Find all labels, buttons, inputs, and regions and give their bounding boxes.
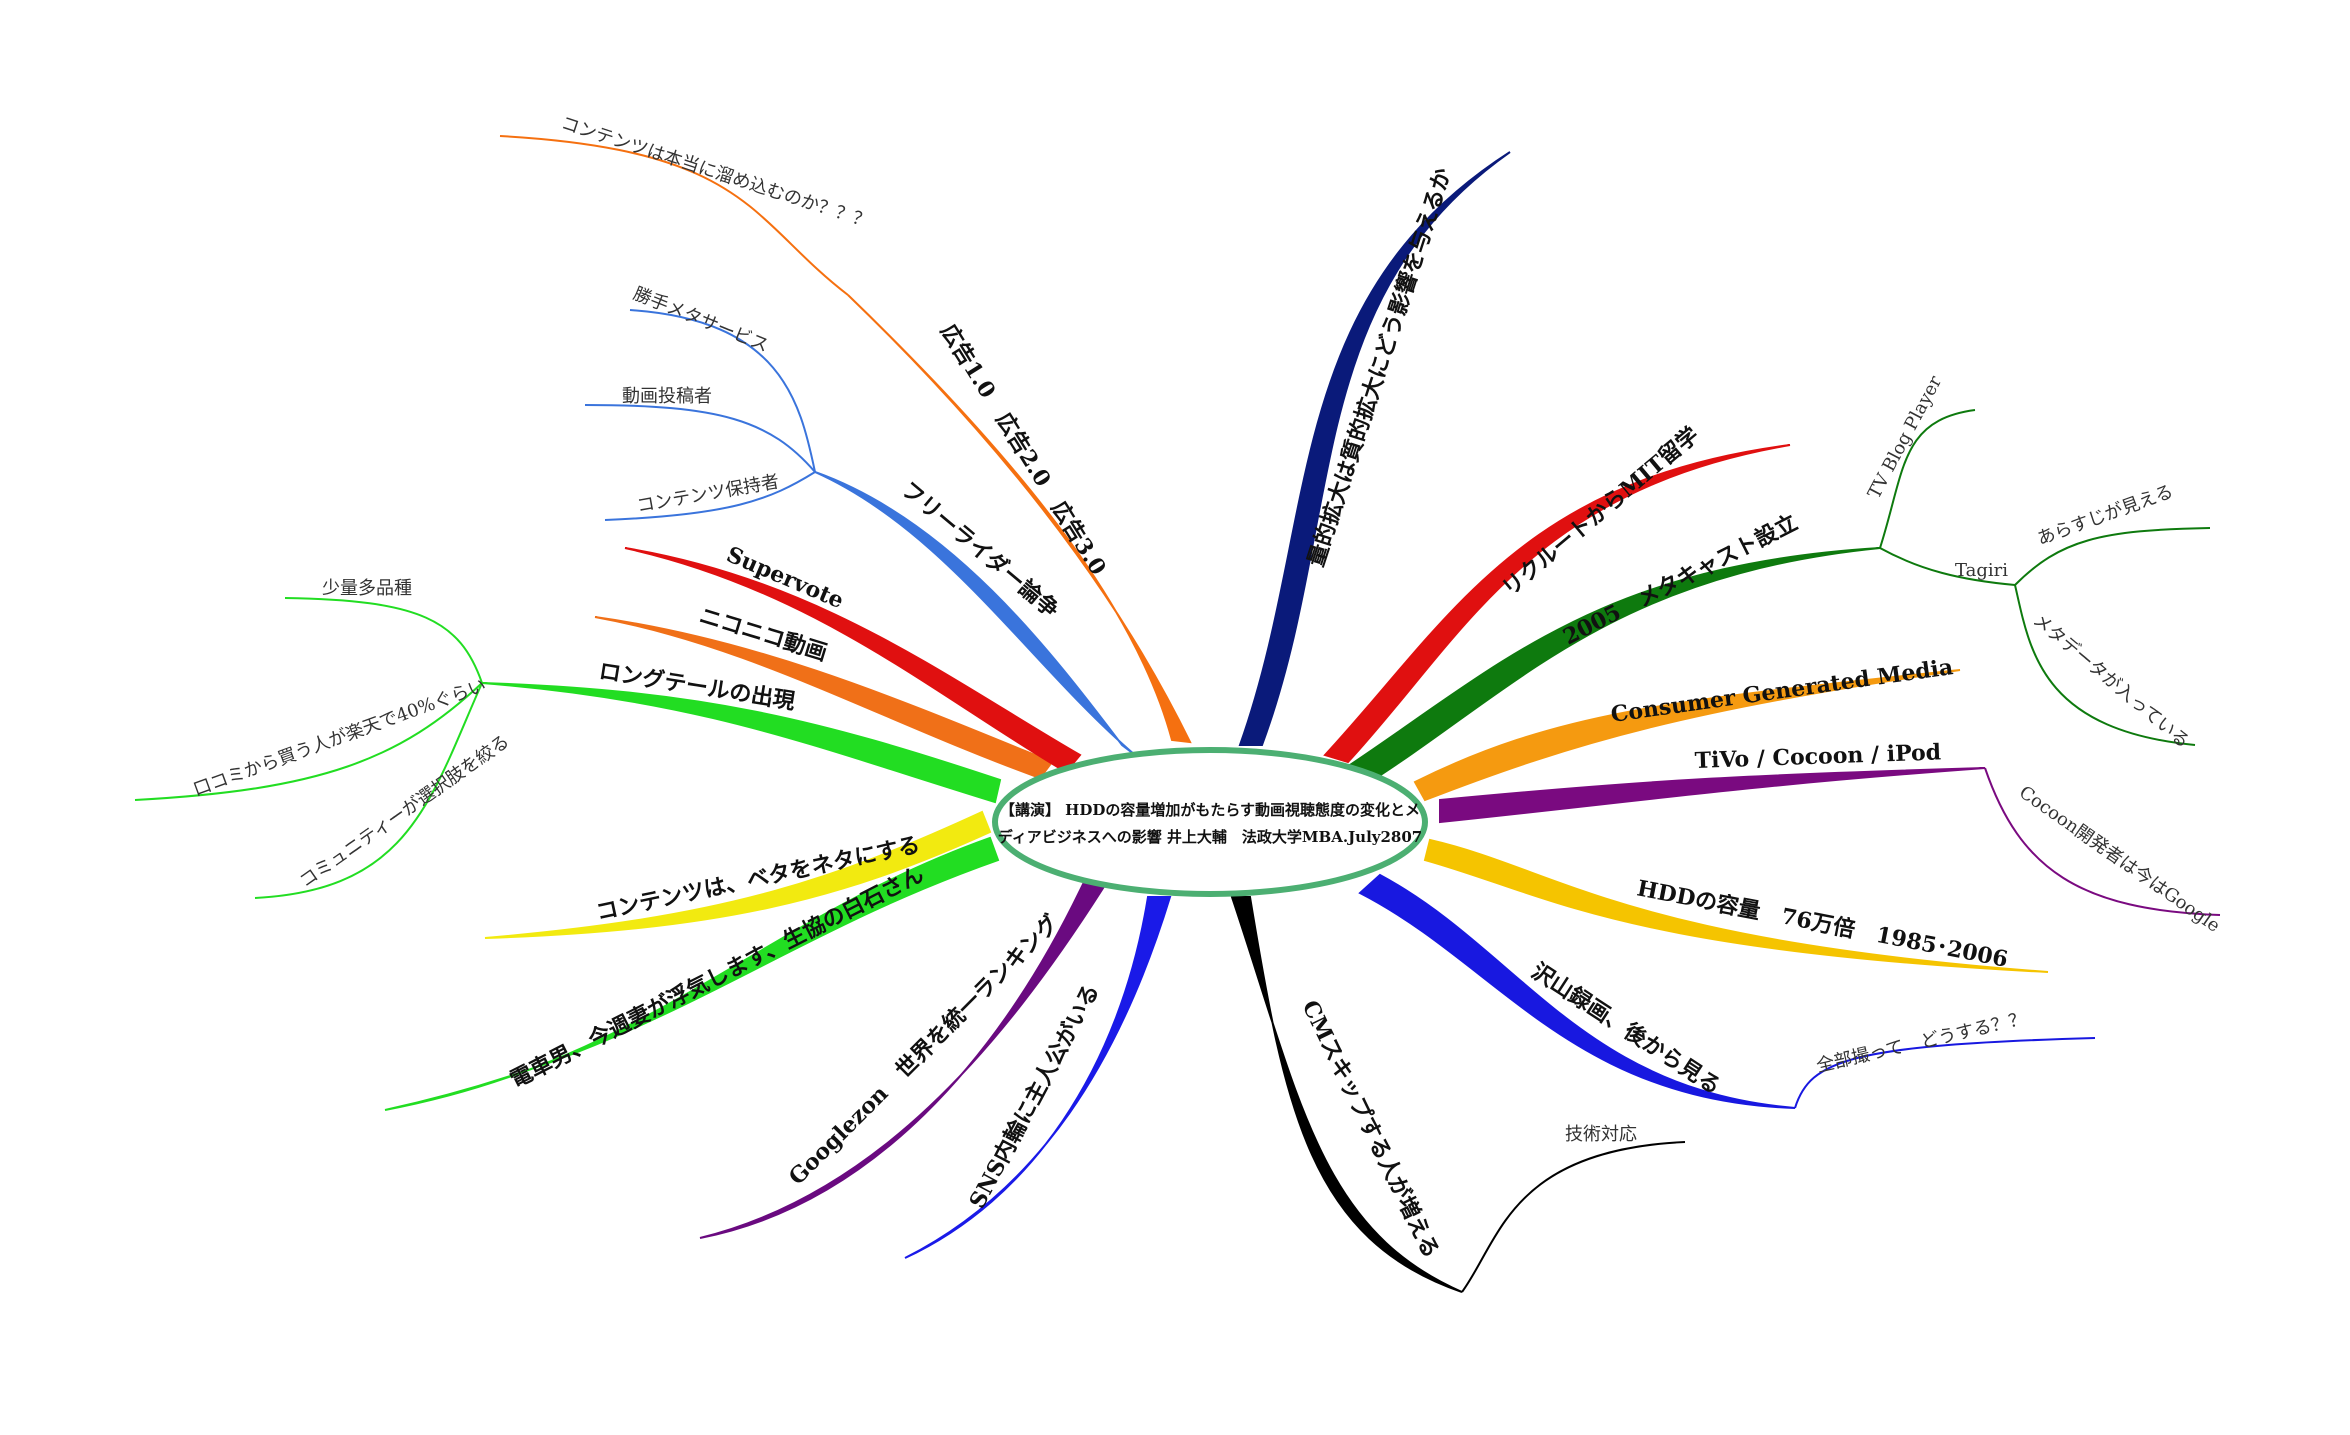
- sub-line-cocoon: [1984, 767, 2221, 916]
- branch-line-recruit: [1323, 444, 1791, 764]
- sub-label-toukousha[interactable]: 動画投稿者: [622, 386, 712, 407]
- sub-label-synopsis[interactable]: あらすじが見える: [2035, 481, 2177, 550]
- sub-label-tvblog[interactable]: TV Blog Player: [1864, 372, 1946, 502]
- sub-line-synopsis: [2014, 527, 2211, 586]
- branch-line-recording: [1358, 873, 1796, 1109]
- branch-line-metacast: [1348, 547, 1881, 787]
- branch-line-cmskip: [1230, 896, 1463, 1293]
- sub-label-shoryo[interactable]: 少量多品種: [322, 578, 412, 599]
- sub-label-metadata[interactable]: メタデータが入っている: [2029, 610, 2193, 753]
- branch-line-googlezon: [699, 878, 1107, 1239]
- branch-line-hdd: [1423, 838, 2049, 973]
- branch-line-freerider: [814, 471, 1136, 756]
- sub-line-community: [254, 682, 483, 899]
- sub-label-tagiri[interactable]: Tagiri: [1955, 560, 2008, 581]
- sub-line-tagiri: [1879, 547, 2016, 586]
- sub-line-zenbu: [1794, 1037, 2096, 1109]
- branch-label-tivo[interactable]: TiVo / Cocoon / iPod: [1694, 739, 1941, 774]
- branch-line-sns: [904, 896, 1172, 1259]
- sub-label-cocoon[interactable]: Cocoon開発者は今はGoogle: [2015, 782, 2224, 937]
- branch-label-quantity[interactable]: 量的拡大は質的拡大にどう影響を与えるか: [1303, 165, 1457, 570]
- sub-line-toukousha: [584, 404, 816, 473]
- sub-line-contents: [499, 135, 849, 296]
- branch-line-ads: [847, 294, 1192, 744]
- branch-line-quantity: [1238, 151, 1511, 746]
- branch-label-cmskip[interactable]: CMスキップする人が増える: [1297, 996, 1445, 1262]
- sub-line-kuchikomi: [134, 682, 483, 801]
- branch-label-googlezon[interactable]: Googlezon 世界を統一ランキング: [784, 910, 1064, 1190]
- branch-label-cgm[interactable]: Consumer Generated Media: [1609, 654, 1955, 728]
- sub-label-community[interactable]: コミュニティーが選択肢を絞る: [296, 731, 514, 892]
- sub-label-gijutsu[interactable]: 技術対応: [1565, 1124, 1637, 1145]
- sub-line-gijutsu: [1461, 1141, 1686, 1293]
- branch-label-sns[interactable]: SNS内輪に主人公がいる: [964, 980, 1104, 1213]
- branch-line-tivo: [1439, 767, 1986, 824]
- sub-branch-labels: TV Blog Player Tagiri あらすじが見える メタデータが入って…: [191, 113, 2224, 1145]
- sub-line-katte: [629, 309, 816, 473]
- center-topic[interactable]: 【講演】 HDDの容量増加がもたらす動画視聴態度の変化とメ ディアビジネスへの影…: [992, 747, 1428, 897]
- branch-line-densha: [384, 836, 1000, 1111]
- center-ellipse: [992, 747, 1428, 897]
- sub-label-katte[interactable]: 勝手メタサービス: [630, 283, 771, 356]
- sub-line-hojisha: [604, 471, 816, 521]
- sub-line-metadata: [2014, 584, 2196, 746]
- branch-line-supervote: [624, 547, 1082, 774]
- center-title-line2: ディアビジネスへの影響 井上大輔 法政大学MBA.July2807: [998, 828, 1422, 846]
- center-title-line1: 【講演】 HDDの容量増加がもたらす動画視聴態度の変化とメ: [1000, 801, 1420, 819]
- sub-line-shoryo: [284, 597, 483, 684]
- sub-line-tvblog: [1879, 409, 1976, 549]
- branch-line-longtail: [481, 682, 1002, 804]
- branch-lines: [384, 151, 2049, 1293]
- sub-branch-lines: [134, 135, 2221, 1293]
- branch-line-nico: [594, 616, 1054, 780]
- branch-line-neta: [484, 810, 992, 939]
- branch-line-cgm: [1413, 669, 1961, 802]
- sub-label-contents[interactable]: コンテンツは本当に溜め込むのか？？？: [558, 113, 873, 233]
